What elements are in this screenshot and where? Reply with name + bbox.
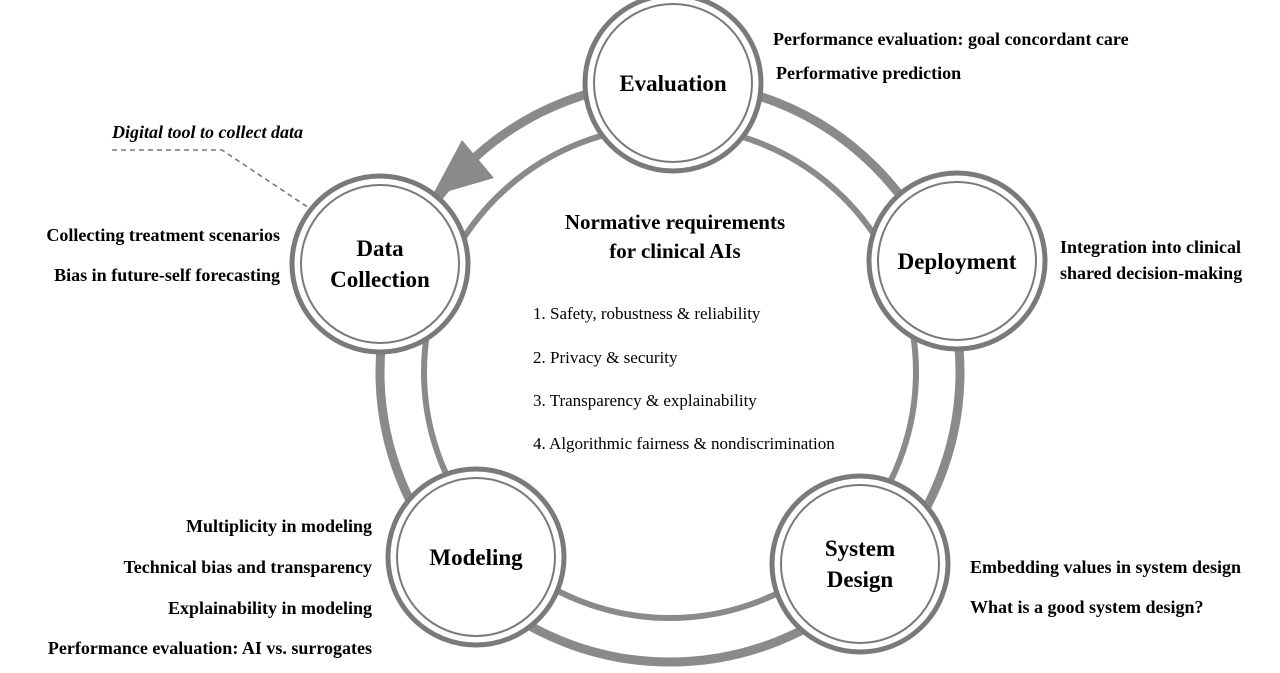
deployment-note: Integration into clinical xyxy=(1060,237,1241,257)
digital-tool-leader xyxy=(112,149,313,211)
stage-data-collection-label-1: Data xyxy=(356,236,404,261)
stage-evaluation-label: Evaluation xyxy=(619,71,727,96)
requirement-item: 4. Algorithmic fairness & nondiscriminat… xyxy=(533,434,835,453)
system-design-note: Embedding values in system design xyxy=(970,557,1241,577)
cycle-arrow-head xyxy=(432,140,494,196)
modeling-note: Multiplicity in modeling xyxy=(186,516,372,536)
modeling-note: Technical bias and transparency xyxy=(123,557,372,577)
requirement-item: 1. Safety, robustness & reliability xyxy=(533,304,761,323)
stage-deployment: Deployment xyxy=(866,170,1048,352)
requirement-item: 3. Transparency & explainability xyxy=(533,391,757,410)
system-design-note: What is a good system design? xyxy=(970,597,1204,617)
evaluation-note: Performance evaluation: goal concordant … xyxy=(773,29,1129,49)
stage-data-collection-label-2: Collection xyxy=(330,267,430,292)
deployment-note: shared decision-making xyxy=(1060,263,1242,283)
center-title-line-2: for clinical AIs xyxy=(609,239,740,263)
stage-system-design-label-2: Design xyxy=(827,567,894,592)
digital-tool-note: Digital tool to collect data xyxy=(111,122,303,142)
stage-modeling-label: Modeling xyxy=(429,545,523,570)
stage-system-design-label-1: System xyxy=(825,536,895,561)
data-collection-note: Collecting treatment scenarios xyxy=(46,225,280,245)
evaluation-note: Performative prediction xyxy=(776,63,961,83)
modeling-note: Explainability in modeling xyxy=(168,598,372,618)
stage-modeling: Modeling xyxy=(385,466,567,648)
stage-system-design: System Design xyxy=(769,473,951,655)
stage-evaluation: Evaluation xyxy=(582,0,764,174)
modeling-note: Performance evaluation: AI vs. surrogate… xyxy=(48,638,372,658)
stage-deployment-label: Deployment xyxy=(898,249,1017,274)
center-title-line-1: Normative requirements xyxy=(565,210,785,234)
data-collection-note: Bias in future-self forecasting xyxy=(54,265,280,285)
stage-data-collection: Data Collection xyxy=(289,173,471,355)
requirement-item: 2. Privacy & security xyxy=(533,348,678,367)
